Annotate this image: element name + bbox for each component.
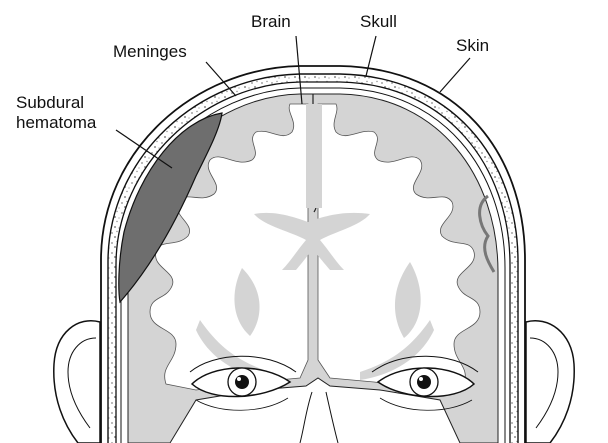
- subdural-hematoma-label: Subdural hematoma: [16, 93, 96, 133]
- skull-label: Skull: [360, 12, 397, 32]
- falx-grey: [306, 104, 322, 208]
- subdural-label-line1: Subdural: [16, 93, 96, 113]
- skin-leader: [440, 58, 470, 92]
- meninges-label: Meninges: [113, 42, 187, 62]
- skin-label: Skin: [456, 36, 489, 56]
- left-ear: [54, 321, 100, 443]
- subdural-label-line2: hematoma: [16, 113, 96, 133]
- brain-label: Brain: [251, 12, 291, 32]
- right-ear: [526, 321, 574, 443]
